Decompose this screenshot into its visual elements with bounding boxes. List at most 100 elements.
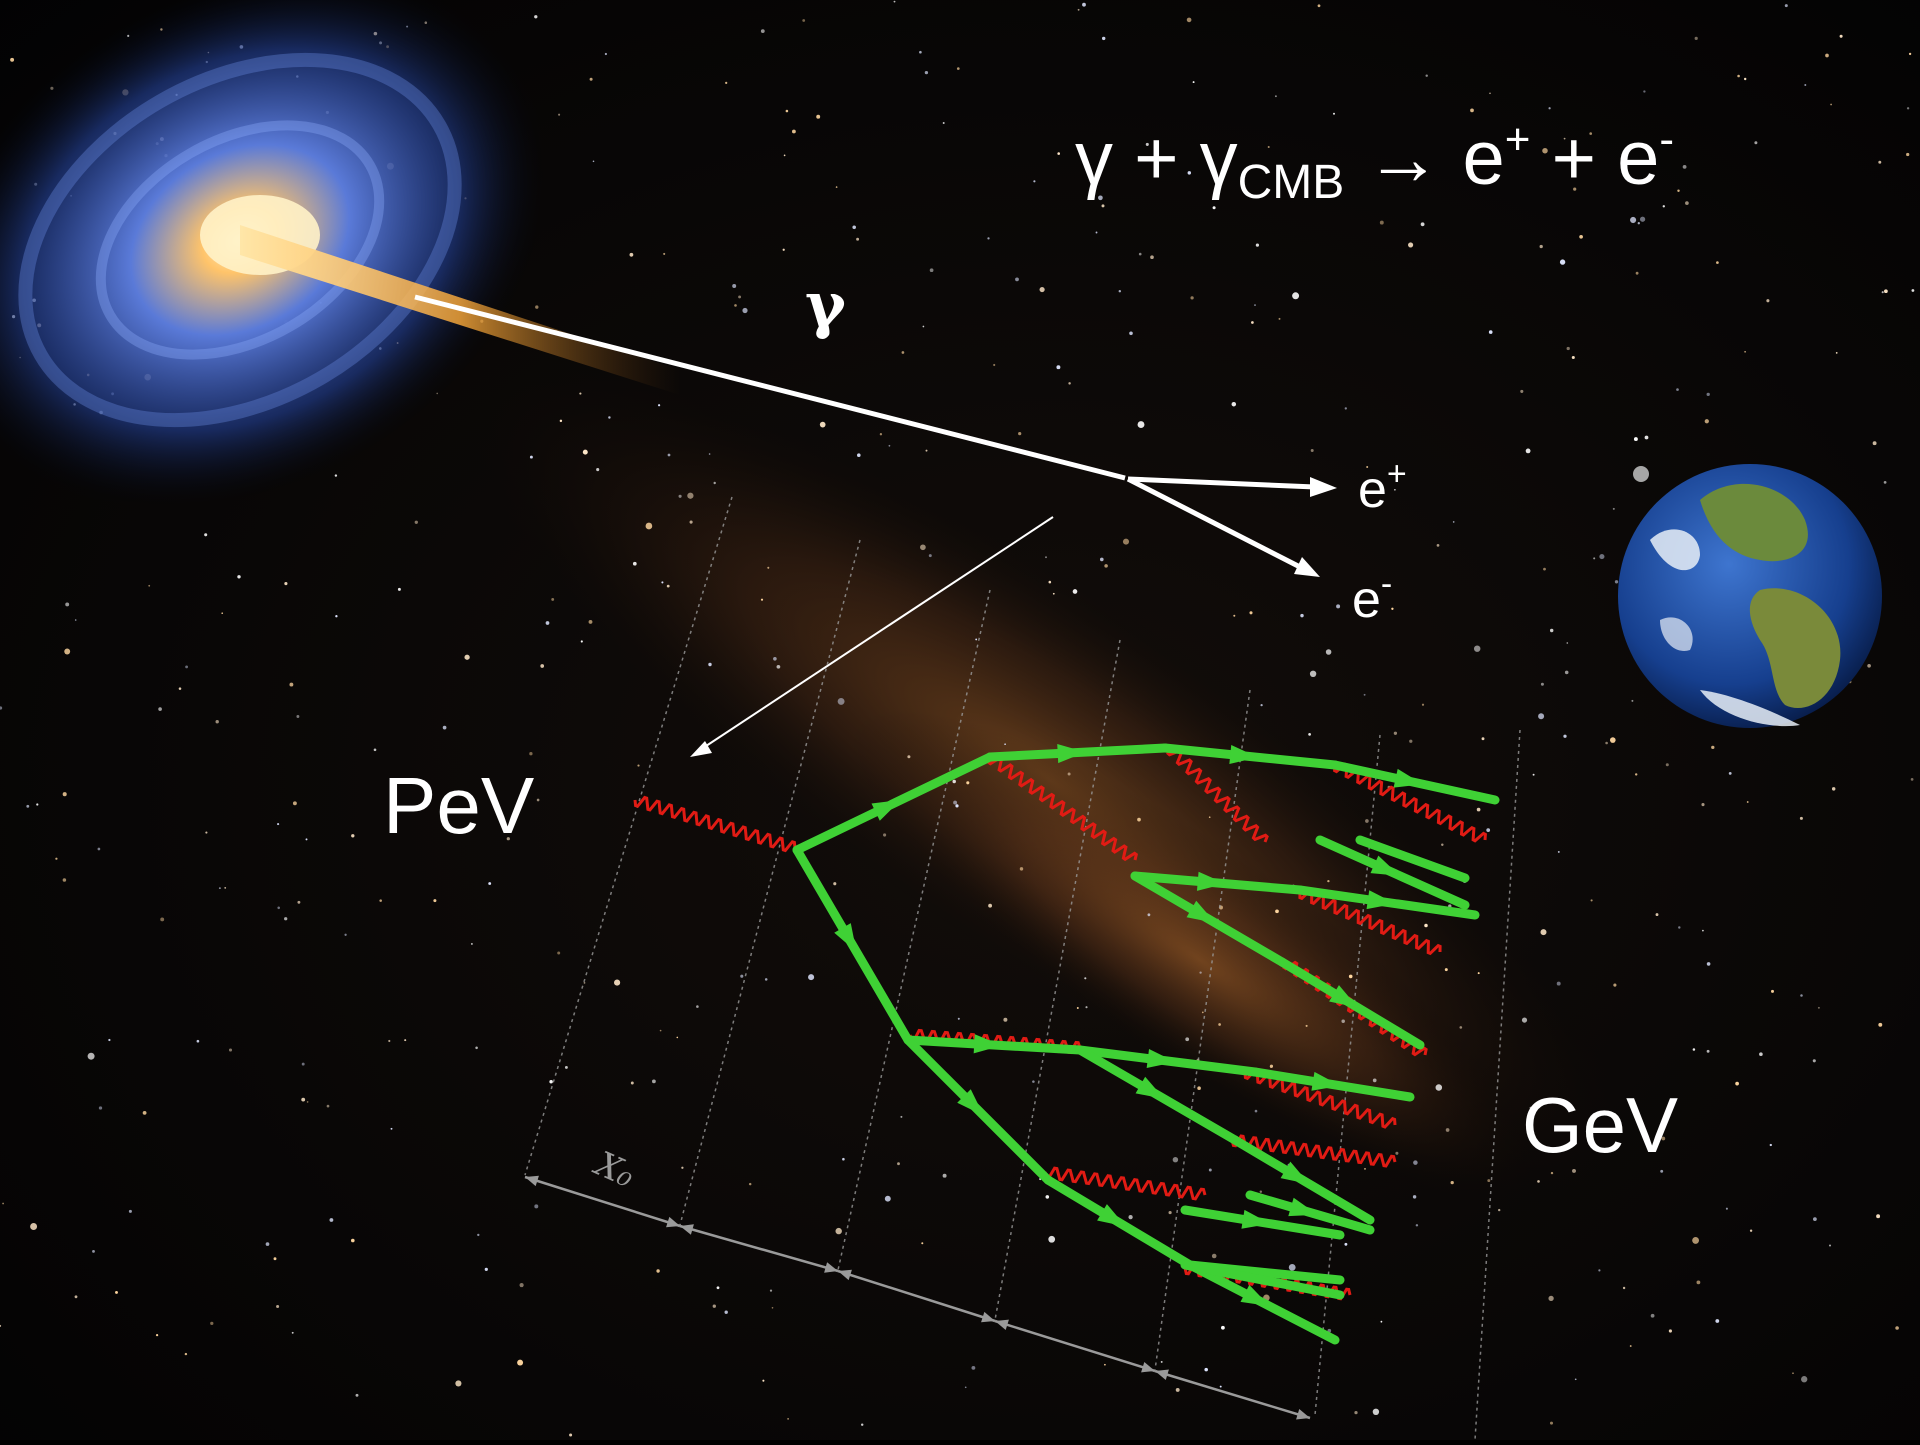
star [1099,557,1104,562]
star [1104,564,1108,568]
electron-arrowhead [1229,745,1258,765]
gev-label: GeV [1522,1081,1679,1169]
star [1413,1160,1418,1165]
star [921,1242,924,1245]
star [964,1386,967,1389]
gamma-label: γ [805,268,846,341]
grid-line [1314,734,1381,1416]
star [1168,1211,1172,1215]
star [732,284,737,288]
electron-arrowhead [973,1034,1002,1054]
star [277,823,280,826]
star [488,882,492,885]
star [1450,1180,1454,1185]
star [1692,1236,1700,1244]
star [1336,604,1341,609]
photon-wave [1333,762,1487,843]
star [1327,879,1330,883]
star [1076,1007,1079,1009]
star [326,1104,330,1108]
star [842,1157,845,1161]
star [1537,1180,1540,1183]
star [696,1005,699,1008]
star [657,404,661,407]
star [1550,1171,1554,1175]
star [1137,817,1141,822]
star [1556,981,1561,986]
photon-wave [987,755,1138,862]
star [0,706,3,710]
star [712,1304,716,1308]
electron-arrowhead [1186,900,1216,924]
star [1520,389,1524,393]
star [558,113,561,116]
dimension-arrowhead [838,1269,852,1281]
star [1325,649,1332,655]
star [1039,287,1045,293]
star [1831,787,1836,791]
star [388,1039,391,1043]
star [228,1048,233,1052]
star [1825,53,1829,58]
star [681,1166,684,1169]
photon-wave [1166,747,1269,843]
star [1391,607,1394,610]
star [856,237,860,241]
star [557,951,561,955]
electron-arrowhead [1241,1209,1271,1229]
star [1185,1037,1190,1042]
star [301,1062,305,1066]
star [901,351,905,354]
star [835,1227,842,1235]
star [661,581,664,584]
star [1309,670,1317,678]
star [536,798,540,802]
star [802,19,806,22]
star [1622,1286,1626,1290]
star [1292,292,1300,300]
star [1095,231,1098,234]
star [1668,1329,1672,1333]
star [1908,52,1912,56]
star [783,154,786,157]
star [1045,556,1047,559]
star [517,1359,524,1366]
star [1635,271,1639,275]
star [0,1324,2,1327]
star [1067,772,1071,776]
star [987,237,990,240]
star [1365,819,1369,823]
star [215,720,219,724]
star [1425,74,1428,77]
star [893,0,896,3]
star [155,1333,159,1337]
star [791,129,796,134]
star [221,612,224,615]
star [1629,1345,1632,1347]
star [564,1065,568,1069]
star [1274,95,1277,98]
star [1630,216,1637,224]
star [1344,407,1347,410]
star [1068,382,1071,385]
pev-label: PeV [383,761,535,850]
star [860,1423,864,1426]
star [1424,923,1428,928]
star [667,453,671,457]
star [74,619,77,621]
star [1538,713,1545,720]
star [1769,1143,1772,1147]
star [87,1052,95,1060]
star [957,1017,960,1020]
star [2,1202,4,1205]
star [1662,205,1665,208]
photon-wave [1243,1068,1397,1129]
star [1743,77,1747,81]
electron-arrowhead [1146,1049,1176,1069]
equation-base: γ + γ [1075,116,1238,201]
electron-arrowhead [1280,1161,1310,1185]
star [1839,34,1843,38]
star [1566,346,1570,351]
star [534,1204,539,1209]
star [1599,554,1605,560]
